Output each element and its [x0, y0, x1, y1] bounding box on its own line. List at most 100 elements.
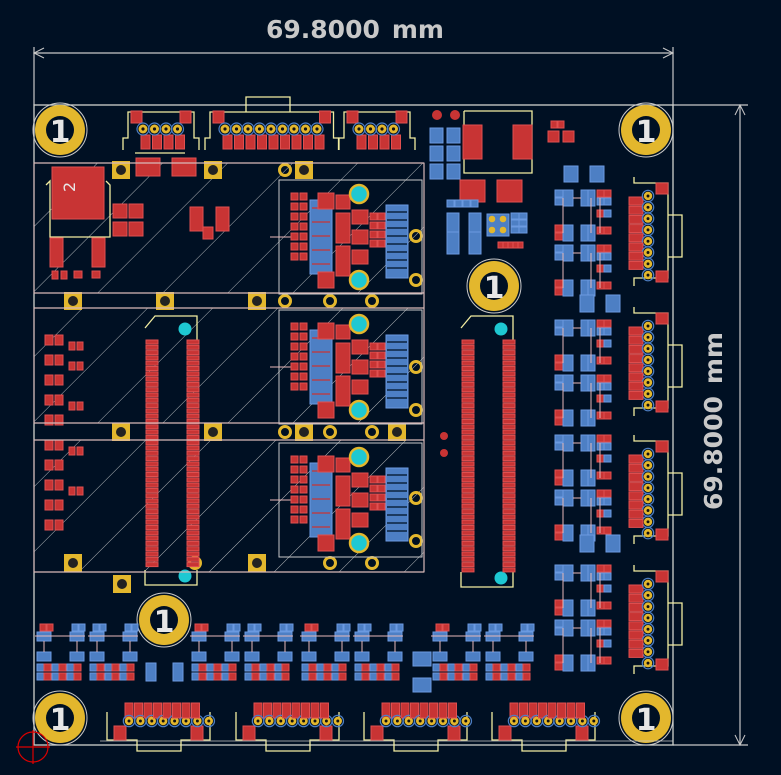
smd-pad	[562, 354, 574, 372]
test-point[interactable]	[112, 161, 130, 179]
connector-pin	[145, 445, 159, 451]
smd-pad	[96, 672, 105, 681]
smd-pad	[369, 493, 378, 502]
mounting-hole[interactable]: 1	[466, 258, 522, 314]
output-channel-block[interactable]	[554, 189, 612, 297]
connector-top[interactable]	[122, 110, 200, 150]
smd-pad	[547, 130, 560, 143]
mounting-pad	[113, 725, 127, 741]
connector-top[interactable]	[204, 110, 340, 150]
connector-bottom[interactable]	[106, 702, 216, 752]
output-channel-block-bottom[interactable]	[300, 623, 404, 681]
smd-pad	[198, 663, 207, 672]
smd-pad	[554, 564, 564, 573]
test-point[interactable]	[64, 554, 82, 572]
test-point-drill	[116, 165, 126, 175]
connector-pin	[186, 482, 200, 488]
alignment-via	[494, 571, 508, 585]
smd-pad	[323, 663, 332, 672]
mounting-hole[interactable]: 1	[32, 102, 88, 158]
connector-pin	[461, 456, 475, 462]
connector-pin	[461, 403, 475, 409]
smd-pad	[462, 672, 471, 681]
test-point[interactable]	[112, 423, 130, 441]
dimension-vertical[interactable]: 69.8000mm	[673, 103, 748, 747]
signal-pad	[310, 702, 320, 719]
test-point[interactable]	[388, 423, 406, 441]
output-channel-block[interactable]	[554, 434, 612, 542]
test-point[interactable]	[295, 423, 313, 441]
smd-pad	[596, 374, 605, 383]
connector-pin	[186, 440, 200, 446]
connector-pin	[461, 397, 475, 403]
test-point[interactable]	[64, 292, 82, 310]
smd-pad	[104, 663, 113, 672]
regulator-block[interactable]: 2	[45, 152, 230, 280]
connector-pin	[186, 366, 200, 371]
connector-right[interactable]	[628, 565, 683, 674]
pin-drill	[646, 194, 650, 198]
test-point[interactable]	[113, 575, 131, 593]
smd-pad	[290, 465, 299, 474]
connector-silkscreen	[338, 111, 416, 150]
test-point[interactable]	[156, 292, 174, 310]
smd-pad	[369, 221, 378, 230]
smd-pad	[299, 252, 308, 261]
board-to-board-connector-right[interactable]	[460, 315, 516, 588]
test-point[interactable]	[204, 161, 222, 179]
output-channel-block[interactable]	[554, 319, 612, 427]
connector-bottom[interactable]	[235, 702, 345, 752]
connector-top[interactable]	[338, 110, 416, 150]
smd-pad	[554, 619, 564, 628]
smd-pad	[351, 359, 369, 375]
smd-pad	[99, 623, 107, 632]
power-stage[interactable]	[270, 179, 423, 295]
test-point[interactable]	[204, 423, 222, 441]
smd-pad	[500, 672, 509, 681]
connector-pin	[145, 408, 159, 414]
output-channel-block-bottom[interactable]	[431, 623, 535, 681]
connector-pin	[461, 546, 475, 552]
mounting-hole[interactable]: 1	[618, 690, 674, 746]
output-channel-block-bottom[interactable]	[190, 623, 294, 681]
smd-pad	[462, 199, 471, 208]
input-filter-block[interactable]	[429, 110, 605, 255]
connector-pin	[186, 472, 200, 477]
connector-pin	[461, 434, 475, 440]
mounting-hole[interactable]: 1	[618, 102, 674, 158]
connector-pin	[502, 424, 516, 430]
signal-pad	[257, 134, 267, 150]
test-point[interactable]	[248, 292, 266, 310]
connector-pin	[186, 339, 200, 345]
mounting-hole[interactable]: 1	[136, 592, 192, 648]
mounting-hole-outline	[618, 102, 674, 158]
smd-pad	[603, 627, 612, 636]
test-point[interactable]	[295, 161, 313, 179]
pin-drill	[646, 205, 650, 209]
test-point[interactable]	[248, 554, 266, 572]
smd-pad	[580, 354, 589, 372]
connector-pin	[502, 434, 516, 440]
connector-pin	[186, 519, 200, 525]
output-channel-block[interactable]	[554, 564, 612, 672]
connector-bottom[interactable]	[491, 702, 601, 752]
test-point-drill	[117, 579, 127, 589]
connector-right[interactable]	[628, 435, 683, 544]
connector-right[interactable]	[628, 177, 683, 286]
signal-pad	[628, 354, 644, 364]
board-to-board-connector-left[interactable]	[144, 315, 200, 586]
power-stage[interactable]	[270, 442, 423, 558]
via-ring	[365, 425, 379, 439]
connector-pin	[145, 472, 159, 477]
connector-bottom[interactable]	[363, 702, 473, 752]
connector-pin	[186, 434, 200, 440]
connector-right[interactable]	[628, 307, 683, 416]
mounting-hole[interactable]: 1	[32, 690, 88, 746]
smd-pad	[554, 382, 564, 391]
power-stage[interactable]	[270, 309, 423, 425]
connector-pin	[145, 493, 159, 499]
output-channel-block-bottom[interactable]	[35, 623, 139, 681]
connector-pin	[502, 503, 516, 509]
